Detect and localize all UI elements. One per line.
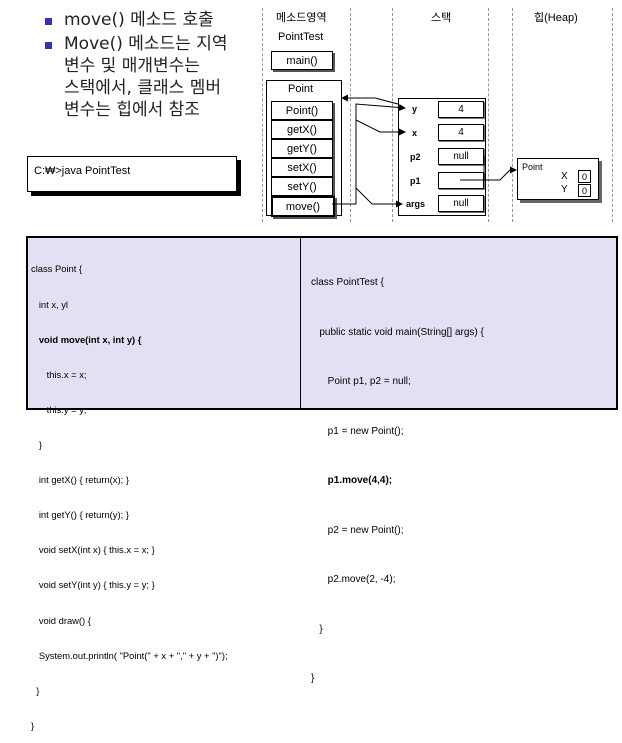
- stack-label-x: x: [412, 128, 418, 138]
- point-method-point: Point(): [271, 101, 333, 120]
- stack-value-args: null: [438, 195, 484, 212]
- reference-arrows: [332, 94, 517, 208]
- code-line: this.y = y;: [31, 403, 87, 415]
- point-class-code: class Point { int x, yl void move(int x,…: [31, 240, 228, 743]
- arrow-move-to-x: [355, 119, 406, 136]
- console-command: C:₩>java PointTest: [34, 165, 131, 177]
- stack-value-y: 4: [438, 101, 484, 118]
- divider: [262, 8, 263, 222]
- console-window: C:₩>java PointTest: [27, 156, 237, 192]
- heap-field-y-name: Y: [561, 184, 568, 195]
- code-line: this.x = x;: [31, 368, 87, 380]
- point-method-sety: setY(): [271, 177, 333, 196]
- code-line: class PointTest {: [311, 277, 384, 288]
- heap-header: 힙(Heap): [534, 12, 578, 24]
- code-panel: [26, 236, 618, 410]
- arrow-move-to-args: [355, 187, 403, 208]
- code-line: p2 = new Point();: [311, 524, 404, 536]
- code-line: p1.move(4,4);: [311, 475, 393, 486]
- stack-value-x: 4: [438, 124, 484, 141]
- stack-label-p1: p1: [410, 176, 421, 186]
- method-area-header: 메소드영역: [276, 12, 327, 24]
- divider: [392, 8, 393, 222]
- code-line: }: [31, 684, 40, 696]
- code-line: class Point {: [31, 263, 83, 275]
- bullet-2-line-1: Move() 메소드는 지역: [64, 34, 228, 54]
- code-panel-divider: [300, 238, 301, 408]
- bullet-marker: [45, 18, 52, 25]
- code-line: int x, yl: [31, 298, 68, 310]
- bullet-marker: [45, 42, 52, 49]
- bullet-2-line-3: 스택에서, 클래스 멤버: [64, 78, 221, 98]
- code-line: public static void main(String[] args) {: [311, 326, 484, 338]
- code-line: }: [31, 719, 35, 731]
- code-line: void draw() {: [31, 614, 91, 626]
- stack-header: 스택: [431, 12, 452, 24]
- code-line: }: [311, 673, 315, 684]
- bullet-1-line-1: move() 메소드 호출: [64, 10, 214, 30]
- arrow-p1-to-heap: [460, 166, 517, 181]
- code-line: p1 = new Point();: [311, 425, 404, 437]
- bullet-2-line-2: 변수 및 매개변수는: [64, 56, 200, 76]
- point-method-gety: getY(): [271, 139, 333, 158]
- code-line: int getY() { return(y); }: [31, 509, 129, 521]
- bullet-2-line-4: 변수는 힙에서 참조: [64, 100, 200, 120]
- arrow-move-to-y: [332, 103, 406, 205]
- code-line: System.out.println( "Point(" + x + "," +…: [31, 649, 228, 661]
- divider: [612, 8, 613, 222]
- point-method-getx: getX(): [271, 120, 333, 139]
- divider: [512, 8, 513, 222]
- pointtest-main-method: main(): [271, 51, 333, 70]
- code-line: void setY(int y) { this.y = y; }: [31, 579, 155, 591]
- heap-field-y-value: 0: [578, 184, 591, 197]
- code-line: p2.move(2, -4);: [311, 574, 396, 585]
- stack-value-p2: null: [438, 148, 484, 165]
- stack-label-args: args: [406, 199, 426, 209]
- heap-field-x-value: 0: [578, 170, 591, 183]
- stack-label-y: y: [412, 104, 418, 114]
- code-line: int getX() { return(x); }: [31, 474, 129, 486]
- point-class-title: Point: [288, 83, 314, 95]
- code-line: void setX(int x) { this.x = x; }: [31, 544, 155, 556]
- heap-field-x-name: X: [561, 171, 568, 182]
- arrow-y-to-point: [341, 94, 399, 105]
- point-method-move: move(): [271, 196, 335, 217]
- stack-label-p2: p2: [410, 152, 421, 162]
- code-line: Point p1, p2 = null;: [311, 376, 411, 387]
- pointtest-title: PointTest: [278, 31, 324, 43]
- code-line: void move(int x, int y) {: [31, 333, 142, 345]
- code-line: }: [31, 438, 42, 450]
- divider: [488, 8, 489, 222]
- pointtest-class-code: class PointTest { public static void mai…: [311, 242, 484, 704]
- divider: [350, 8, 351, 222]
- heap-object-title: Point: [522, 162, 543, 172]
- code-line: }: [311, 623, 323, 635]
- point-method-setx: setX(): [271, 158, 333, 177]
